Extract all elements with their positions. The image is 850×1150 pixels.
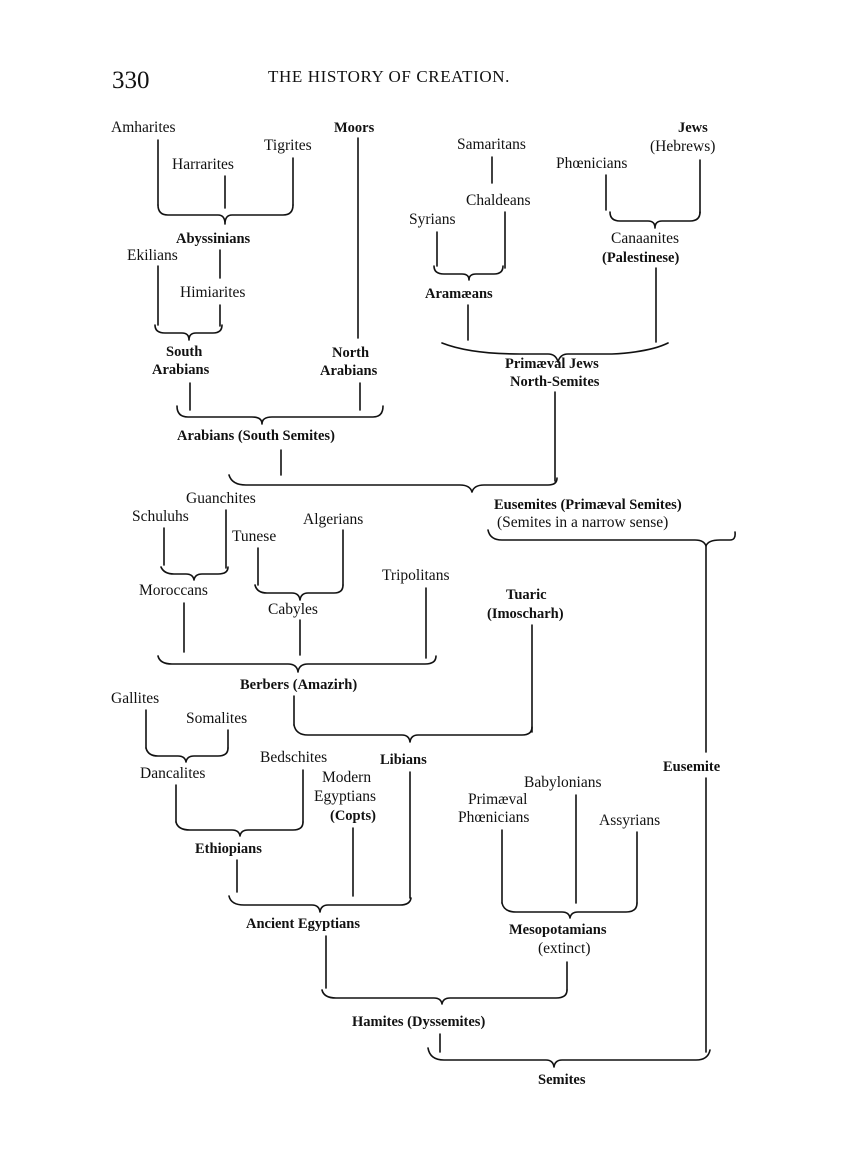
page-number: 330 (112, 67, 150, 94)
node-dancalites: Dancalites (140, 765, 205, 782)
brace-abyssinians (157, 204, 294, 225)
node-samaritans: Samaritans (457, 136, 526, 153)
node-syrians: Syrians (409, 211, 456, 228)
node-algerians: Algerians (303, 511, 363, 528)
brace-semites (427, 1047, 711, 1068)
brace-arabians (176, 405, 384, 425)
node-moors: Moors (334, 120, 375, 136)
node-gallites: Gallites (111, 690, 159, 707)
brace-ethiopians (175, 821, 304, 837)
brace-dancalites (145, 747, 229, 763)
node-north-arabians-line1: North (332, 345, 369, 361)
brace-canaanites (609, 211, 701, 229)
node-libians: Libians (380, 752, 427, 768)
node-somalites: Somalites (186, 710, 247, 727)
node-assyrians: Assyrians (599, 812, 660, 829)
node-primaeval-phoenicians-line1: Primæval (468, 791, 527, 808)
node-ancient-egyptians: Ancient Egyptians (246, 916, 360, 932)
node-tuaric-line2: (Imoscharh) (487, 606, 564, 622)
brace-arameans (433, 265, 504, 281)
node-amharites: Amharites (111, 119, 176, 136)
node-eusemites: Eusemites (Primæval Semites) (494, 497, 682, 513)
brace-cabyles (254, 584, 344, 601)
brace-berbers (157, 655, 437, 673)
node-primaeval-jews: Primæval Jews (505, 356, 599, 372)
node-north-semites: North-Semites (510, 374, 600, 390)
node-abyssinians: Abyssinians (176, 231, 251, 247)
brace-south-arabians (154, 324, 223, 341)
brace-moroccans (160, 566, 229, 581)
node-south-arabians-line1: South (166, 344, 202, 360)
node-guanchites: Guanchites (186, 490, 256, 507)
node-moroccans: Moroccans (139, 582, 208, 599)
brace-eusemites (228, 474, 558, 493)
node-jews-line2: (Hebrews) (650, 138, 715, 155)
node-babylonians: Babylonians (524, 774, 602, 791)
brace-mesopotamians (501, 902, 638, 919)
node-schuluhs: Schuluhs (132, 508, 189, 525)
node-mesopotamians-note: (extinct) (538, 940, 591, 957)
node-south-arabians-line2: Arabians (152, 362, 210, 378)
brace-eusemite (487, 529, 736, 547)
node-north-arabians-line2: Arabians (320, 363, 378, 379)
node-chaldeans: Chaldeans (466, 192, 531, 209)
node-arameans: Aramæans (425, 286, 493, 302)
node-tigrites: Tigrites (264, 137, 312, 154)
node-modern-egyptians-line2: Egyptians (314, 788, 376, 805)
tree-labels: Amharites Moors Tigrites Harrarites Abys… (111, 119, 721, 1088)
node-mesopotamians: Mesopotamians (509, 922, 607, 938)
node-eusemite: Eusemite (663, 759, 721, 775)
brace-ancient-egyptians (228, 895, 412, 913)
node-canaanites-line2: (Palestinese) (602, 250, 679, 266)
brace-libians (293, 724, 533, 743)
node-tuaric-line1: Tuaric (506, 587, 547, 603)
node-jews-line1: Jews (678, 120, 708, 136)
node-berbers: Berbers (Amazirh) (240, 677, 357, 693)
node-modern-egyptians-line1: Modern (322, 769, 371, 786)
node-phoenicians: Phœnicians (556, 155, 627, 172)
node-harrarites: Harrarites (172, 156, 234, 173)
node-arabians: Arabians (South Semites) (177, 428, 335, 444)
brace-primaeval-jews (441, 342, 669, 363)
node-tripolitans: Tripolitans (382, 567, 449, 584)
node-ethiopians: Ethiopians (195, 841, 262, 857)
node-hamites: Hamites (Dyssemites) (352, 1014, 485, 1030)
node-himiarites: Himiarites (180, 284, 245, 301)
node-bedschites: Bedschites (260, 749, 327, 766)
page-title: THE HISTORY OF CREATION. (268, 67, 510, 86)
node-tunese: Tunese (232, 528, 276, 545)
node-canaanites-line1: Canaanites (611, 230, 679, 247)
node-ekilians: Ekilians (127, 247, 178, 264)
node-semites: Semites (538, 1072, 586, 1088)
node-modern-egyptians-line3: (Copts) (330, 808, 376, 824)
node-primaeval-phoenicians-line2: Phœnicians (458, 809, 529, 826)
tree-connectors (145, 137, 736, 1068)
node-cabyles: Cabyles (268, 601, 318, 618)
brace-hamites (321, 989, 568, 1005)
node-eusemites-note: (Semites in a narrow sense) (497, 514, 668, 531)
